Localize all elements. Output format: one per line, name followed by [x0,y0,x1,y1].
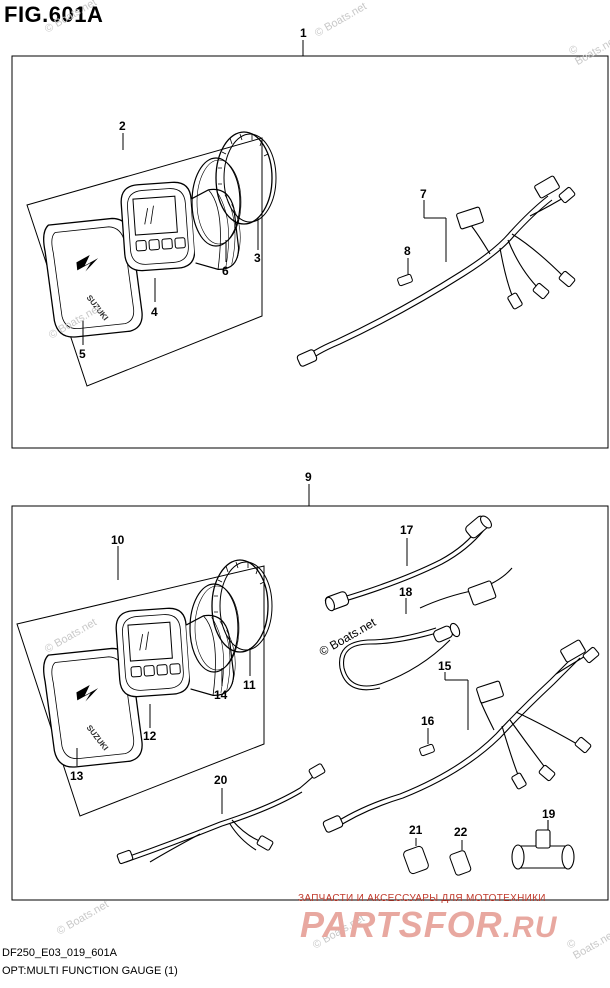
diagram-code: DF250_E03_019_601A [2,947,117,959]
callout-18: 18 [399,585,413,599]
callout-14: 14 [214,688,228,702]
callout-10: 10 [111,533,125,547]
terminator-22 [449,840,472,876]
group-frame-9 [11,505,609,901]
callout-5: 5 [79,347,86,361]
kit-group-9: SUZUKI [11,484,609,901]
kit-group-1: SUZUKI [11,40,609,449]
callout-1: 1 [300,26,307,40]
extension-cable-20 [116,763,326,865]
callout-6: 6 [222,264,229,278]
gauge-cover-5: SUZUKI [41,215,145,340]
wire-harness-15 [322,639,600,833]
callout-11: 11 [243,678,256,692]
callout-4: 4 [151,305,158,319]
cable-17 [324,515,492,612]
brand-logo: PARTSFOR.RU [300,904,557,946]
gauge-unit-4 [119,177,244,277]
wire-harness-7 [296,175,576,367]
callout-13: 13 [70,769,84,783]
callout-8: 8 [404,244,411,258]
t-connector-19 [511,820,575,870]
terminal-8 [397,258,413,287]
callout-20: 20 [214,773,228,787]
callout-22: 22 [454,825,468,839]
terminator-21 [403,838,429,875]
callout-2: 2 [119,119,126,133]
callout-17: 17 [400,523,414,537]
group-frame-1 [11,55,609,449]
callout-16: 16 [421,714,435,728]
brand-logo-main: PARTSFOR [300,904,503,945]
callout-labels: 1 2 3 4 5 6 7 8 9 10 11 12 13 14 15 16 1… [70,26,556,839]
brand-logo-domain: .RU [502,911,558,944]
callout-9: 9 [305,470,312,484]
diagram-description: OPT:MULTI FUNCTION GAUGE (1) [2,965,178,977]
figure-title: FIG.601A [4,2,104,27]
callout-19: 19 [542,807,556,821]
callout-12: 12 [143,729,157,743]
terminal-16 [419,728,435,757]
cable-18 [339,567,513,691]
callout-21: 21 [409,823,423,837]
callout-3: 3 [254,251,261,265]
gauge-cover-13: SUZUKI [41,645,145,770]
callout-7: 7 [420,187,427,201]
brand-tagline: ЗАПЧАСТИ И АКСЕССУАРЫ ДЛЯ МОТОТЕХНИКИ [298,893,546,904]
callout-15: 15 [438,659,452,673]
